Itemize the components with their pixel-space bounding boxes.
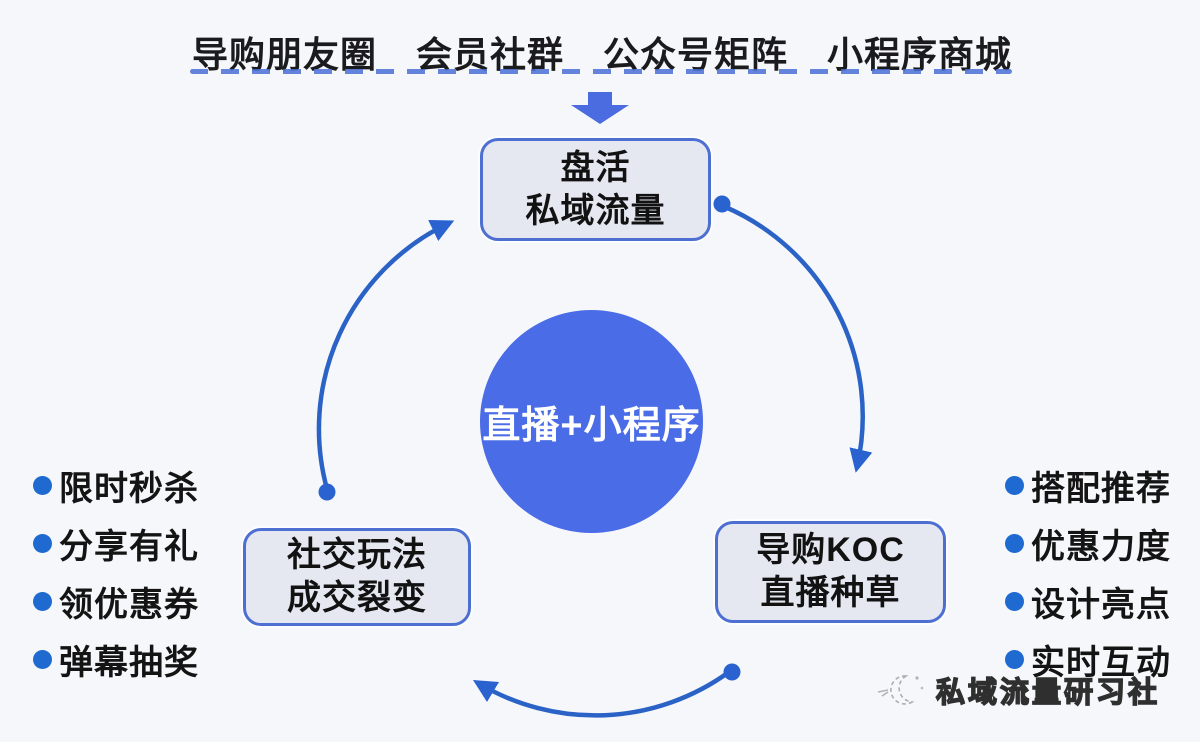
channel-label-member-community: 会员社群 (415, 34, 564, 75)
list-item-label: 领优惠券 (59, 585, 199, 624)
list-item-label: 优惠力度 (1031, 527, 1171, 566)
bullet-dot-icon (1005, 591, 1024, 611)
channel-row: 导购朋友圈 会员社群 公众号矩阵 小程序商城 (192, 26, 1012, 78)
arc-bottom-start-dot (723, 663, 741, 681)
node-right-line1: 导购KOC (756, 531, 905, 570)
bullet-dot-icon (33, 649, 52, 669)
bullet-dot-icon (1005, 533, 1024, 553)
channel-label-guide-moments: 导购朋友圈 (192, 34, 378, 75)
node-social-play-fission: 社交玩法 成交裂变 (243, 528, 471, 626)
list-item-label: 搭配推荐 (1031, 469, 1171, 508)
watermark-text: 私域流量研习社 (935, 676, 1161, 710)
list-item-label: 实时互动 (1031, 643, 1171, 682)
list-item-label: 弹幕抽奖 (59, 643, 199, 682)
bullet-dot-icon (1005, 475, 1024, 495)
list-item: 领优惠券 (33, 584, 199, 624)
center-circle-label: 直播+小程序 (482, 405, 701, 447)
list-item-label: 限时秒杀 (59, 469, 199, 508)
arc-left-start-dot (318, 483, 336, 501)
center-circle-live-miniprogram: 直播+小程序 (480, 310, 703, 533)
left-feature-list: 限时秒杀 分享有礼 领优惠券 弹幕抽奖 (33, 468, 199, 682)
node-top-line1: 盘活 (560, 148, 631, 187)
dashed-divider (190, 69, 1012, 74)
list-item: 实时互动 (1005, 642, 1171, 682)
list-item-label: 设计亮点 (1031, 585, 1171, 624)
node-top-line2: 私域流量 (525, 191, 666, 230)
channel-label-official-account-matrix: 公众号矩阵 (602, 34, 788, 75)
list-item: 限时秒杀 (33, 468, 199, 508)
list-item: 优惠力度 (1005, 526, 1171, 566)
arc-bottom-left (472, 670, 731, 718)
node-right-line2: 直播种草 (760, 574, 901, 612)
list-item: 分享有礼 (33, 526, 199, 566)
arc-right-down (722, 203, 873, 473)
arc-left-up (316, 219, 455, 490)
node-guide-koc-seeding: 导购KOC 直播种草 (715, 521, 946, 623)
list-item-label: 分享有礼 (59, 527, 199, 566)
arc-right-start-dot (713, 195, 731, 213)
channel-label-miniprogram-mall: 小程序商城 (826, 34, 1012, 75)
bullet-dot-icon (33, 475, 52, 495)
bullet-dot-icon (33, 591, 52, 611)
right-feature-list: 搭配推荐 优惠力度 设计亮点 实时互动 (1005, 468, 1171, 682)
down-block-arrow-icon (571, 92, 629, 124)
bullet-dot-icon (33, 533, 52, 553)
list-item: 搭配推荐 (1005, 468, 1171, 508)
list-item: 弹幕抽奖 (33, 642, 199, 682)
node-activate-private-traffic: 盘活 私域流量 (480, 138, 711, 241)
crescent-moon-icon (877, 675, 924, 705)
node-left-line1: 社交玩法 (287, 536, 427, 575)
list-item: 设计亮点 (1005, 584, 1171, 624)
watermark: 私域流量研习社 (872, 666, 1160, 714)
bullet-dot-icon (1005, 649, 1024, 669)
node-left-line2: 成交裂变 (287, 579, 427, 617)
